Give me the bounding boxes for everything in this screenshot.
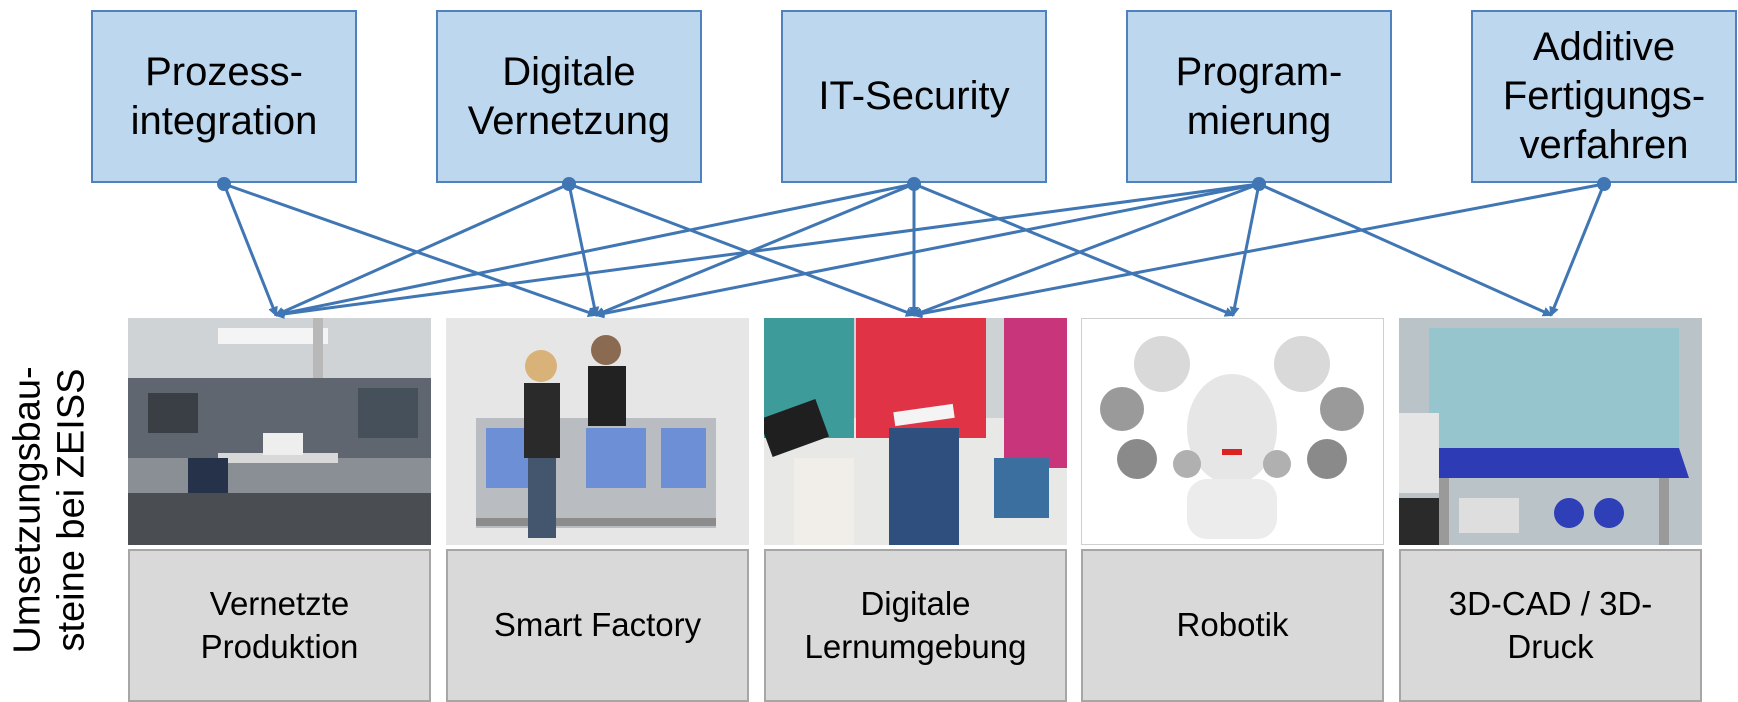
connection-arrow — [594, 182, 1260, 319]
top-node-digitale-vernetzung: Digitale Vernetzung — [436, 10, 702, 183]
bottom-node-smart-factory: Smart Factory — [446, 549, 749, 702]
connection-arrow — [274, 182, 915, 319]
bottom-node-label: Robotik — [1176, 606, 1289, 644]
connection-arrow — [1258, 182, 1553, 317]
connection-arrow — [274, 182, 570, 317]
connection-arrow — [1549, 183, 1606, 317]
production-hall-photo — [128, 318, 431, 545]
connection-origin-dot — [1597, 177, 1611, 191]
top-node-programmierung: Program- mierung — [1126, 10, 1392, 183]
3d-printer-photo — [1399, 318, 1702, 545]
connection-origin-dot — [562, 177, 576, 191]
connection-arrow — [912, 182, 1260, 317]
top-node-label: IT-Security — [818, 74, 1010, 119]
top-node-label: Additive Fertigungs- verfahren — [1502, 25, 1706, 167]
connection-arrow — [1229, 183, 1261, 317]
bottom-node-label: 3D-CAD / 3D- Druck — [1448, 584, 1653, 665]
top-node-prozessintegration: Prozess- integration — [91, 10, 357, 183]
connection-arrow — [912, 182, 1605, 319]
smart-factory-photo — [446, 318, 749, 545]
connection-origin-dot — [907, 177, 921, 191]
bottom-node-digitale-lernumgebung: Digitale Lernumgebung — [764, 549, 1067, 702]
connection-arrow — [274, 182, 1260, 319]
bottom-node-label: Vernetzte Produktion — [200, 584, 359, 665]
bottom-node-vernetzte-produktion: Vernetzte Produktion — [128, 549, 431, 702]
connection-arrow — [567, 183, 600, 317]
connection-arrow — [222, 183, 278, 317]
top-node-label: Prozess- integration — [130, 49, 318, 143]
connection-origin-dot — [1252, 177, 1266, 191]
bottom-node-3d-cad-druck: 3D-CAD / 3D- Druck — [1399, 549, 1702, 702]
top-node-additive-fertigung: Additive Fertigungs- verfahren — [1471, 10, 1737, 183]
top-node-label: Digitale Vernetzung — [467, 49, 671, 143]
top-node-label: Program- mierung — [1175, 49, 1343, 143]
connection-arrow — [223, 182, 598, 318]
learning-environment-photo — [764, 318, 1067, 545]
bottom-node-label: Digitale Lernumgebung — [804, 584, 1027, 665]
bottom-node-label: Smart Factory — [493, 606, 702, 644]
connection-origin-dot — [217, 177, 231, 191]
connection-arrow — [913, 182, 1235, 317]
connection-arrow — [568, 182, 916, 317]
connection-arrow — [594, 182, 915, 317]
bottom-node-robotik: Robotik — [1081, 549, 1384, 702]
robot-photo — [1081, 318, 1384, 545]
